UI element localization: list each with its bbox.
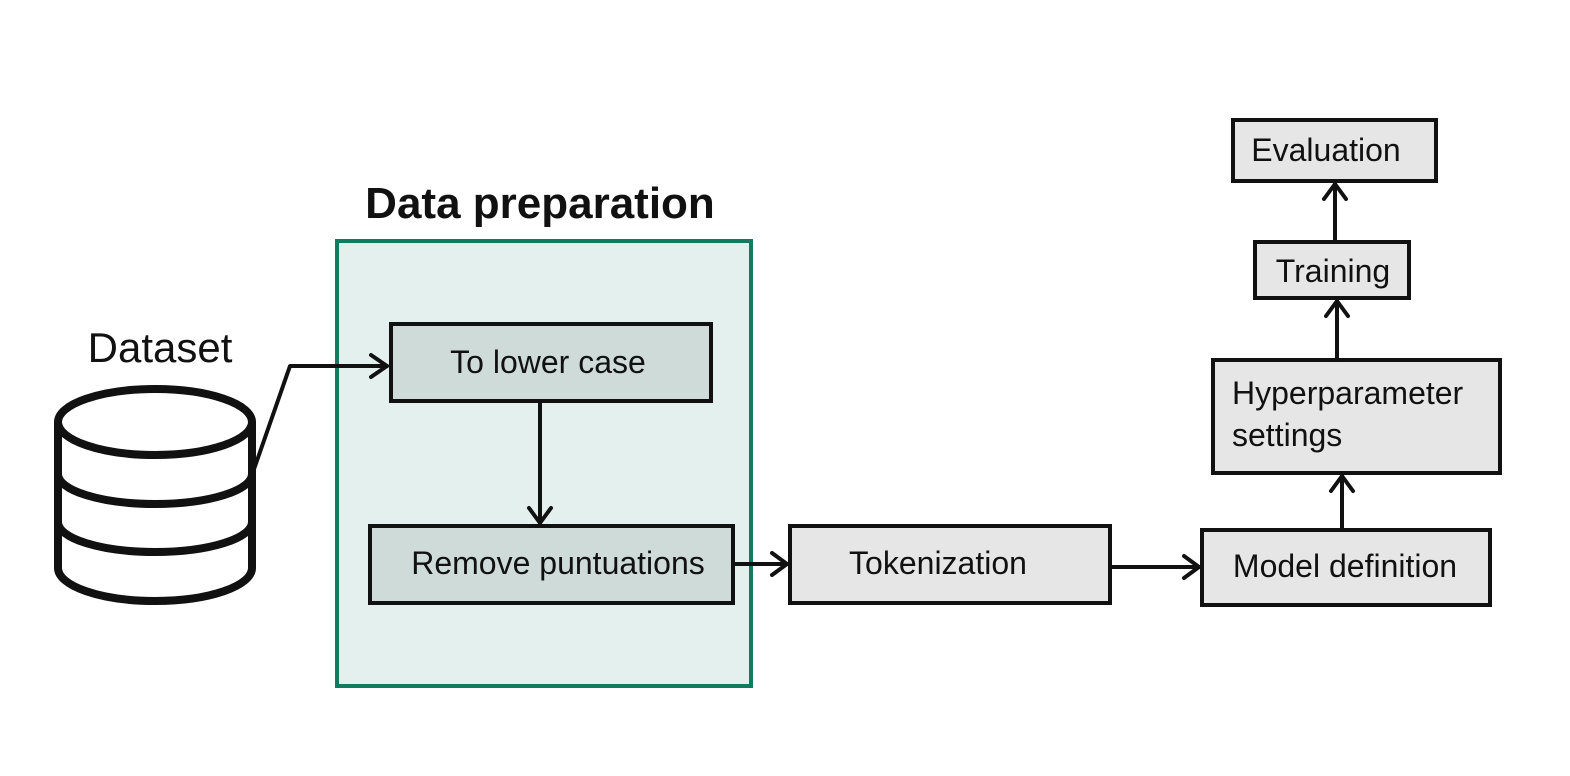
edge-hyperparameter-to-training [1324,299,1350,362]
node-training-label: Training [1276,253,1390,289]
node-hyperparameter-label-line-2: settings [1232,417,1342,453]
edge-lower-case-to-remove-punctuations [527,399,553,525]
node-evaluation: Evaluation [1231,118,1438,183]
node-model-definition: Model definition [1200,528,1492,607]
node-remove-punctuations: Remove puntuations [368,524,735,605]
edge-tokenization-to-model-definition [1108,554,1201,580]
data-preparation-group [335,239,753,688]
edge-dataset-to-lower-case [251,353,389,474]
dataset-label: Dataset [88,324,233,371]
database-body [54,422,256,605]
database-ring-2 [54,521,256,556]
node-tokenization: Tokenization [788,524,1112,605]
group-title: Data preparation [365,179,715,228]
edge-remove-punctuations-to-tokenization [731,551,789,577]
node-tokenization-label: Tokenization [849,545,1027,581]
node-remove-punctuations-label: Remove puntuations [411,545,705,581]
edge-model-definition-to-hyperparameter [1329,474,1355,532]
node-evaluation-label: Evaluation [1251,132,1400,168]
database-top [54,385,256,459]
node-training: Training [1253,240,1411,300]
node-model-definition-label: Model definition [1233,548,1457,584]
node-to-lower-case-label: To lower case [450,344,646,380]
node-hyperparameter-label-line-1: Hyperparameter [1232,375,1464,411]
database-icon [54,385,256,605]
edge-training-to-evaluation [1322,182,1348,244]
node-to-lower-case: To lower case [389,322,713,403]
database-ring-1 [54,473,256,508]
node-hyperparameter-settings: Hyperparameter settings [1211,358,1502,475]
